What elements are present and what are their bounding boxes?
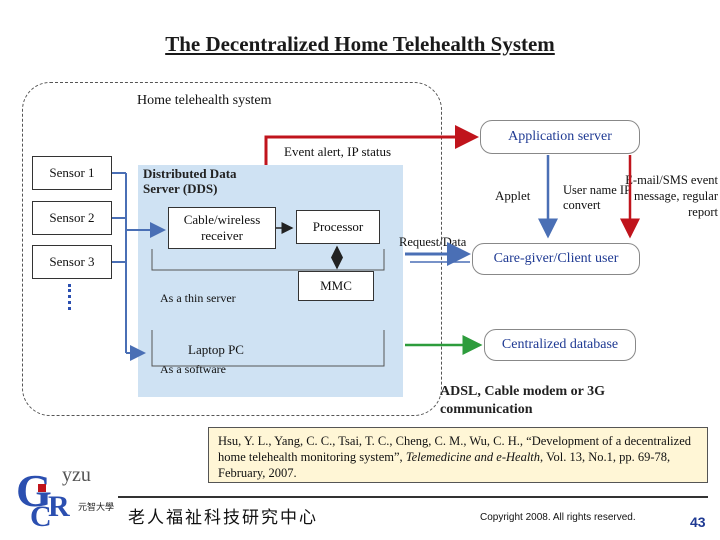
event-alert-label: Event alert, IP status bbox=[284, 144, 392, 159]
laptop-label: Laptop PC bbox=[188, 342, 244, 357]
sensor-3-box: Sensor 3 bbox=[32, 245, 112, 279]
thin-server-bracket bbox=[151, 249, 385, 271]
dds-label: Distributed Data Server (DDS) bbox=[143, 166, 237, 196]
event-alert-arrow bbox=[264, 125, 479, 165]
home-system-label: Home telehealth system bbox=[137, 93, 272, 108]
application-server-box: Application server bbox=[480, 120, 640, 154]
thin-server-label: As a thin server bbox=[160, 291, 236, 305]
citation-authors: Hsu, Y. L., Yang, C. C., Tsai, T. C., Ch… bbox=[218, 434, 691, 464]
receiver-box: Cable/wireless receiver bbox=[168, 207, 276, 249]
applet-label: Applet bbox=[495, 188, 531, 203]
username-label: User name IP convert bbox=[563, 183, 631, 212]
sensor-2-box: Sensor 2 bbox=[32, 201, 112, 235]
logo-accent bbox=[38, 484, 46, 492]
citation-box: Hsu, Y. L., Yang, C. C., Tsai, T. C., Ch… bbox=[208, 427, 708, 483]
sensor-links bbox=[112, 172, 166, 361]
software-bracket bbox=[151, 330, 385, 367]
footer-divider bbox=[118, 496, 708, 498]
home-system-boundary bbox=[22, 82, 442, 416]
email-label: E-mail/SMS event message, regular report bbox=[625, 173, 718, 219]
citation-journal: Telemedicine and e-Health bbox=[405, 450, 541, 464]
copyright-text: Copyright 2008. All rights reserved. bbox=[480, 512, 636, 523]
page-title: The Decentralized Home Telehealth System bbox=[165, 32, 555, 56]
database-box: Centralized database bbox=[484, 329, 636, 361]
page-number: 43 bbox=[690, 514, 706, 530]
sensor-1-box: Sensor 1 bbox=[32, 156, 112, 190]
logo-letter-c: C bbox=[30, 500, 52, 530]
logo-letter-r: R bbox=[48, 490, 70, 523]
yzu-logo: G C R yzu 元智大學 bbox=[12, 460, 120, 533]
more-sensors-dots bbox=[68, 284, 75, 310]
mmc-box: MMC bbox=[298, 271, 374, 301]
citation-details: , Vol. 13, No.1, pp. 69-78, February, 20… bbox=[218, 450, 671, 480]
logo-university-name: 元智大學 bbox=[78, 503, 115, 513]
logo-yzu-text: yzu bbox=[62, 464, 91, 486]
research-center-name: 老人福祉科技研究中心 bbox=[128, 508, 318, 528]
adsl-label: ADSL, Cable modem or 3G communication bbox=[440, 384, 606, 417]
caregiver-box: Care-giver/Client user bbox=[472, 243, 640, 275]
processor-box: Processor bbox=[296, 210, 380, 244]
